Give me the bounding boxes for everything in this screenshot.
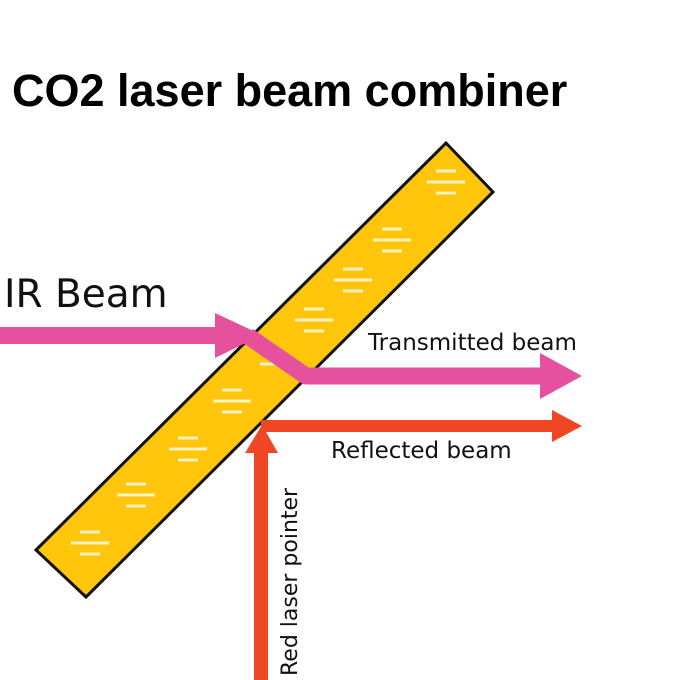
red-pointer-shaft xyxy=(254,448,268,680)
transmitted-arrowhead-icon xyxy=(540,353,582,399)
glass-hatch-marks xyxy=(71,169,465,556)
reflected-beam-label: Reflected beam xyxy=(331,438,512,464)
combiner-plate xyxy=(33,140,496,600)
ir-beam xyxy=(0,313,582,399)
red-pointer-arrowhead-icon xyxy=(245,425,278,453)
reflected-shaft xyxy=(261,420,557,432)
red-laser-pointer-label: Red laser pointer xyxy=(278,487,303,676)
red-laser-beam xyxy=(245,410,582,680)
reflected-arrowhead-icon xyxy=(552,410,582,442)
transmitted-beam-label: Transmitted beam xyxy=(367,330,577,356)
ir-beam-label: IR Beam xyxy=(4,272,168,317)
diagram-title: CO2 laser beam combiner xyxy=(12,65,567,116)
ir-beam-arrowhead-icon xyxy=(215,313,262,358)
ir-beam-through-plate xyxy=(243,329,548,385)
ir-beam-shaft xyxy=(0,327,218,344)
